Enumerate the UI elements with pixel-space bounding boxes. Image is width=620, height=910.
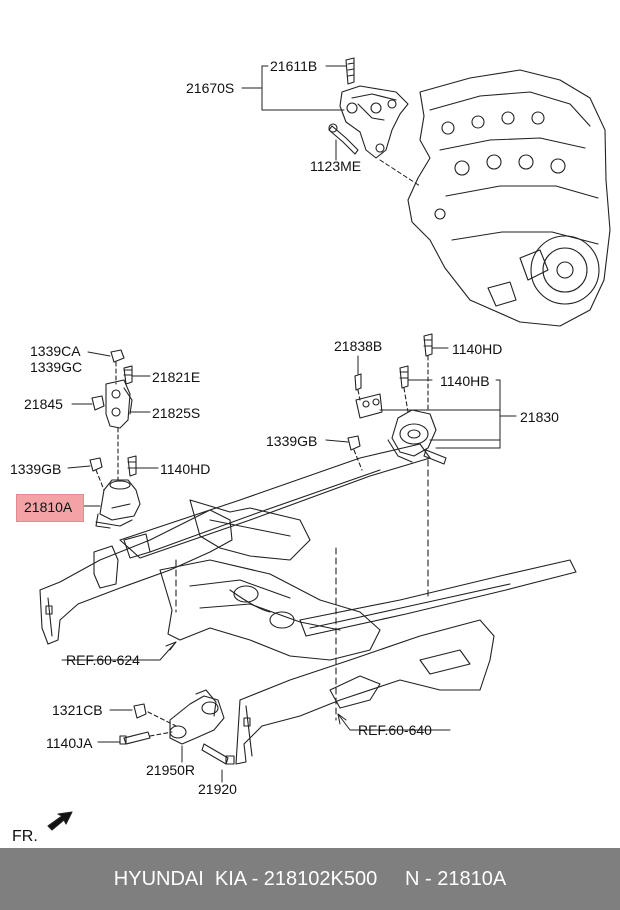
front-arrow-icon bbox=[47, 811, 73, 831]
leader-lines-top bbox=[241, 65, 421, 187]
right-mount-assembly bbox=[347, 333, 447, 471]
leader-lines-left bbox=[67, 351, 159, 507]
fr-label: FR. bbox=[12, 828, 38, 845]
bracket-21670s bbox=[328, 57, 409, 159]
label-1123me[interactable]: 1123ME bbox=[310, 158, 362, 174]
label-1140ja[interactable]: 1140JA bbox=[46, 735, 93, 751]
label-21920[interactable]: 21920 bbox=[198, 781, 237, 797]
label-21825s[interactable]: 21825S bbox=[152, 405, 201, 421]
leader-lines-bottom bbox=[97, 709, 223, 783]
label-21810a[interactable]: 21810A bbox=[24, 499, 73, 515]
label-1339ca[interactable]: 1339CA bbox=[30, 343, 81, 359]
label-21611b[interactable]: 21611B bbox=[270, 58, 318, 74]
subframe bbox=[39, 443, 577, 765]
label-1140hb[interactable]: 1140HB bbox=[440, 373, 490, 389]
label-21838b[interactable]: 21838B bbox=[334, 338, 383, 354]
ref-60-624[interactable]: REF.60-624 bbox=[66, 652, 140, 668]
ref-leaders bbox=[61, 641, 451, 731]
label-21830[interactable]: 21830 bbox=[520, 409, 559, 425]
label-21845[interactable]: 21845 bbox=[24, 396, 63, 412]
label-1140hd-right[interactable]: 1140HD bbox=[452, 341, 503, 357]
part-number-footer: HYUNDAI KIA - 218102K500 N - 21810A bbox=[0, 848, 620, 910]
highlight-21810a bbox=[16, 494, 84, 522]
label-21950r[interactable]: 21950R bbox=[146, 762, 196, 778]
label-1339gb-right[interactable]: 1339GB bbox=[266, 433, 318, 449]
label-1339gc[interactable]: 1339GC bbox=[30, 359, 83, 375]
ref-60-640[interactable]: REF.60-640 bbox=[358, 722, 432, 738]
engine-block bbox=[407, 69, 611, 327]
label-1321cb[interactable]: 1321CB bbox=[52, 702, 103, 718]
label-21670s[interactable]: 21670S bbox=[186, 80, 235, 96]
label-1339gb-left[interactable]: 1339GB bbox=[10, 461, 62, 477]
label-21821e[interactable]: 21821E bbox=[152, 369, 201, 385]
left-mount-assembly bbox=[89, 349, 141, 529]
leader-lines-right bbox=[325, 347, 517, 449]
parts-diagram bbox=[39, 57, 611, 831]
label-1140hd-left[interactable]: 1140HD bbox=[160, 461, 211, 477]
footer-text: HYUNDAI KIA - 218102K500 N - 21810A bbox=[113, 867, 507, 890]
roll-rod-21950r bbox=[119, 689, 235, 765]
